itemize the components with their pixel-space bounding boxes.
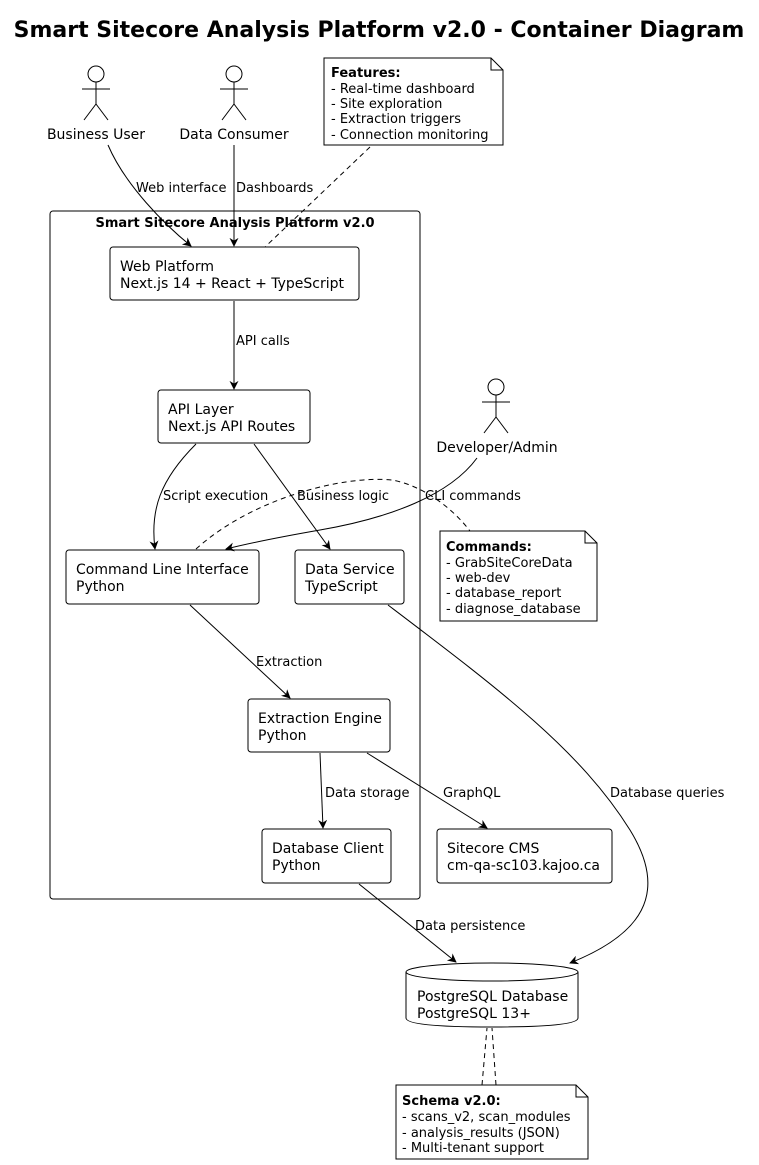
note-line: - Extraction triggers [331,112,461,127]
edge-graphql [366,752,488,829]
container-data-service[interactable]: Data Service TypeScript [294,549,405,605]
edge-label-cli-commands: CLI commands [425,489,521,504]
note-line: - scans_v2, scan_modules [402,1110,571,1125]
note-line: - web-dev [446,571,511,586]
container-name: Sitecore CMS [447,841,540,857]
edge-business-logic [253,443,331,550]
note-line: - diagnose_database [446,602,581,617]
container-tech: TypeScript [304,579,378,595]
edge-label-api-calls: API calls [236,334,290,349]
edge-label-dashboards: Dashboards [236,181,314,196]
edge-data-storage [318,752,328,829]
note-commands: Commands: - GrabSiteCoreData - web-dev -… [439,530,598,622]
edge-label-graphql: GraphQL [443,786,501,801]
edge-web-interface [107,144,192,247]
container-tech: Python [258,728,307,744]
edge-label-extraction: Extraction [256,655,322,670]
edge-data-persistence [358,883,457,963]
container-sitecore-cms[interactable]: Sitecore CMS cm-qa-sc103.kajoo.ca [436,828,613,884]
container-name: Data Service [305,562,395,578]
actor-label: Data Consumer [179,127,289,143]
edge-script-execution [149,443,197,550]
note-line: - database_report [446,586,561,601]
stick-figure-icon [220,65,248,121]
note-features: Features: - Real-time dashboard - Site e… [323,57,504,146]
note-connector [481,1027,488,1086]
container-tech: Next.js 14 + React + TypeScript [120,276,345,292]
diagram-title: Smart Sitecore Analysis Platform v2.0 - … [14,18,745,43]
note-connector [264,146,371,248]
container-api-layer[interactable]: API Layer Next.js API Routes [157,389,311,444]
edge-label-web-interface: Web interface [136,181,226,196]
note-connector [195,478,471,550]
edge-cli-commands [225,457,478,552]
container-web-platform[interactable]: Web Platform Next.js 14 + React + TypeSc… [109,246,360,301]
stick-figure-icon [482,378,510,434]
container-cli[interactable]: Command Line Interface Python [65,549,260,605]
actor-business-user: Business User [47,65,145,143]
note-line: - Site exploration [331,97,442,112]
note-heading: Features: [331,66,401,81]
edge-label-business-logic: Business logic [297,489,389,504]
edge-label-data-persistence: Data persistence [415,919,525,934]
edge-label-data-storage: Data storage [325,786,410,801]
container-name: Extraction Engine [258,711,382,727]
actor-label: Business User [47,127,145,143]
container-database-client[interactable]: Database Client Python [261,828,392,884]
edge-label-script-execution: Script execution [163,489,268,504]
container-tech: Python [76,579,125,595]
note-line: - GrabSiteCoreData [446,556,573,571]
container-tech: PostgreSQL 13+ [417,1006,531,1022]
container-tech: Python [272,858,321,874]
note-schema: Schema v2.0: - scans_v2, scan_modules - … [395,1084,589,1160]
actor-data-consumer: Data Consumer [179,65,289,143]
actor-label: Developer/Admin [436,440,557,456]
container-tech: Next.js API Routes [168,419,295,435]
container-name: Database Client [272,841,384,857]
container-name: PostgreSQL Database [417,989,568,1005]
system-boundary-label: Smart Sitecore Analysis Platform v2.0 [95,216,374,231]
edge-database-queries [387,604,649,965]
note-line: - Real-time dashboard [331,82,475,97]
note-line: - analysis_results (JSON) [402,1126,560,1141]
edge-extraction [189,604,291,699]
note-connector [491,1027,497,1086]
container-extraction-engine[interactable]: Extraction Engine Python [247,698,391,753]
note-heading: Commands: [446,540,532,555]
actor-developer-admin: Developer/Admin [436,378,558,456]
note-line: - Multi-tenant support [402,1141,544,1156]
container-name: Command Line Interface [76,562,249,578]
note-line: - Connection monitoring [331,128,488,143]
note-heading: Schema v2.0: [402,1094,501,1109]
container-name: Web Platform [120,259,214,275]
edge-label-database-queries: Database queries [610,786,725,801]
stick-figure-icon [82,65,110,121]
container-name: API Layer [168,402,234,418]
database-postgresql[interactable]: PostgreSQL Database PostgreSQL 13+ [405,962,579,1028]
container-tech: cm-qa-sc103.kajoo.ca [447,858,600,874]
